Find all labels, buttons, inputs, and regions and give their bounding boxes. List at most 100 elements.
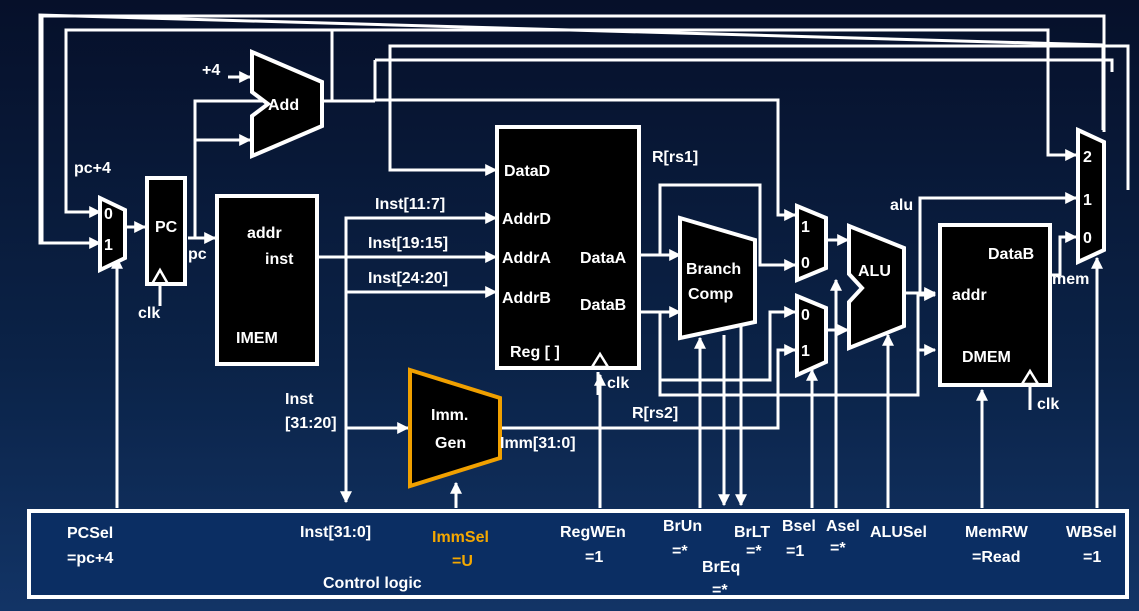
- label-pc-clk: clk: [138, 305, 160, 322]
- label-branch-a: Branch: [686, 261, 741, 278]
- label-imm-b: Gen: [435, 435, 466, 452]
- label-datab: DataB: [580, 297, 626, 314]
- label-wbsel: WBSel: [1066, 524, 1117, 541]
- pc-adder: [250, 48, 324, 160]
- label-wbmux-0: 0: [1083, 230, 1092, 247]
- wb-mux: [1076, 126, 1106, 266]
- label-immsel: ImmSel: [432, 529, 489, 546]
- control-logic-box: [27, 509, 1129, 599]
- label-imm-a: Imm.: [431, 407, 468, 424]
- label-plus4: +4: [202, 62, 220, 79]
- label-asel: Asel: [826, 518, 860, 535]
- label-pc-plus4: pc+4: [74, 160, 111, 177]
- label-control-logic: Control logic: [323, 575, 422, 592]
- wire-wb-to-datad: [388, 44, 1130, 190]
- wire-pc-to-amux: [375, 58, 1114, 72]
- label-addrd: AddrD: [502, 211, 551, 228]
- label-memrw-val: =Read: [972, 549, 1020, 566]
- label-r-rs2: R[rs2]: [632, 405, 678, 422]
- label-bsel-val: =1: [786, 543, 804, 560]
- branch-comp-block: [678, 215, 757, 341]
- label-pcsel-val: =pc+4: [67, 550, 113, 567]
- alu-block: [847, 223, 906, 351]
- imm-gen-block: [408, 367, 502, 489]
- label-brlt: BrLT: [734, 524, 770, 541]
- label-datad: DataD: [504, 163, 550, 180]
- label-dmem-datab: DataB: [988, 246, 1034, 263]
- imem-block: [215, 194, 319, 366]
- label-pc: PC: [155, 219, 178, 236]
- label-memrw: MemRW: [965, 524, 1029, 541]
- label-inst-31-20-b: [31:20]: [285, 415, 337, 432]
- label-reg-clk: clk: [607, 375, 629, 392]
- label-amux-0: 0: [801, 255, 810, 272]
- dmem-clk-icon: [1019, 368, 1041, 386]
- wire-inst-11-7: [318, 212, 498, 259]
- register-file: [495, 125, 641, 370]
- label-immsel-val: =U: [452, 553, 473, 570]
- control-labels: PCSel =pc+4 Inst[31:0] ImmSel =U RegWEn …: [67, 518, 1117, 599]
- label-alu: ALU: [858, 263, 891, 280]
- pc-clk-icon: [149, 267, 171, 286]
- label-mem: mem: [1052, 271, 1089, 288]
- labels: +4 Add pc+4 0 1 PC pc clk addr inst IMEM…: [74, 62, 1092, 452]
- label-alu-wire: alu: [890, 197, 913, 214]
- label-bsel: Bsel: [782, 518, 816, 535]
- wire-dataa: [640, 183, 797, 271]
- label-wbmux-2: 2: [1083, 149, 1092, 166]
- wire-rs2-to-bmux: [660, 306, 797, 382]
- a-mux: [795, 203, 828, 283]
- label-brun-val: =*: [672, 543, 688, 560]
- wire-pc-plus4: [64, 28, 334, 218]
- label-pcmux-1: 1: [104, 237, 113, 254]
- wires: [38, 13, 1130, 508]
- pc-mux: [98, 194, 127, 274]
- dmem-block: [938, 223, 1052, 387]
- reg-clk-icon: [589, 351, 611, 369]
- label-inst-31-20-a: Inst: [285, 391, 314, 408]
- label-alusel: ALUSel: [870, 524, 927, 541]
- label-bmux-1: 1: [801, 343, 810, 360]
- label-inst-24-20: Inst[24:20]: [368, 270, 448, 287]
- label-regwen-val: =1: [585, 549, 603, 566]
- label-imem: IMEM: [236, 330, 278, 347]
- wire-alu-to-wb: [918, 192, 1078, 293]
- label-imem-addr: addr: [247, 225, 282, 242]
- wire-imm: [500, 344, 797, 430]
- label-imem-inst: inst: [265, 251, 294, 268]
- wire-pcmux-feedback: [40, 14, 1106, 243]
- wire-datab-to-bmux: [658, 289, 937, 397]
- label-addra: AddrA: [502, 250, 551, 267]
- label-inst-19-15: Inst[19:15]: [368, 235, 448, 252]
- label-control-inst: Inst[31:0]: [300, 524, 371, 541]
- label-dmem: DMEM: [962, 349, 1011, 366]
- label-dataa: DataA: [580, 250, 627, 267]
- label-pcmux-0: 0: [104, 206, 113, 223]
- label-brun: BrUn: [663, 518, 702, 535]
- label-dmem-addr: addr: [952, 287, 987, 304]
- wire-rs1-to-amux: [375, 98, 797, 221]
- b-mux: [795, 293, 828, 379]
- label-reg: Reg [ ]: [510, 344, 560, 361]
- pc-register: [145, 176, 187, 286]
- label-breq: BrEq: [702, 559, 740, 576]
- label-pc-out: pc: [188, 246, 207, 263]
- label-dmem-clk: clk: [1037, 396, 1059, 413]
- label-pcsel: PCSel: [67, 525, 113, 542]
- label-bmux-0: 0: [801, 307, 810, 324]
- label-imm-31-0: Imm[31:0]: [500, 435, 576, 452]
- label-regwen: RegWEn: [560, 524, 626, 541]
- wire-mem-to-wb: [1050, 231, 1078, 277]
- label-r-rs1: R[rs1]: [652, 149, 698, 166]
- wire-pc-plus4-wb: [332, 28, 1078, 161]
- label-wbmux-1: 1: [1083, 192, 1092, 209]
- label-addrb: AddrB: [502, 290, 551, 307]
- label-inst-11-7: Inst[11:7]: [375, 196, 445, 213]
- label-brlt-val: =*: [746, 543, 762, 560]
- label-branch-b: Comp: [688, 286, 734, 303]
- label-breq-val: =*: [712, 582, 728, 599]
- label-asel-val: =*: [830, 540, 846, 557]
- label-wbsel-val: =1: [1083, 549, 1101, 566]
